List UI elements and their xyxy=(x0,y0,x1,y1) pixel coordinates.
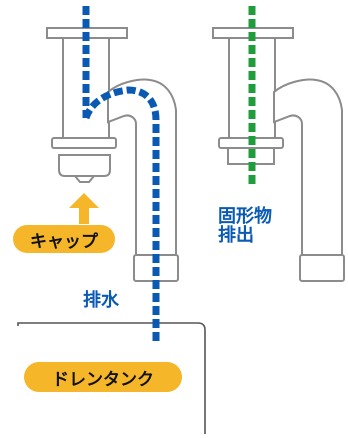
up-arrow-icon xyxy=(69,193,99,224)
tank-outline xyxy=(17,322,206,434)
solid-discharge-line1: 固形物 xyxy=(218,206,272,227)
left-bend-pipe xyxy=(107,78,177,259)
drain-label: 排水 xyxy=(83,290,119,311)
drain-tank-label: ドレンタンク xyxy=(24,362,182,392)
right-pipe-outlet xyxy=(299,254,345,282)
cap-label-text: キャップ xyxy=(30,231,98,252)
left-pipe-collar xyxy=(51,137,117,149)
solid-discharge-label: 固形物 排出 xyxy=(218,206,272,246)
left-cap-tip xyxy=(72,175,97,183)
right-pipe-assembly xyxy=(212,27,345,282)
right-bend-pipe xyxy=(273,78,343,259)
left-cap-body xyxy=(58,154,111,177)
drain-label-text: 排水 xyxy=(83,290,119,311)
cap-label: キャップ xyxy=(13,225,115,253)
solid-discharge-line2: 排出 xyxy=(218,224,254,246)
drain-tank-label-text: ドレンタンク xyxy=(52,369,154,390)
drain-flow-path xyxy=(82,6,160,345)
